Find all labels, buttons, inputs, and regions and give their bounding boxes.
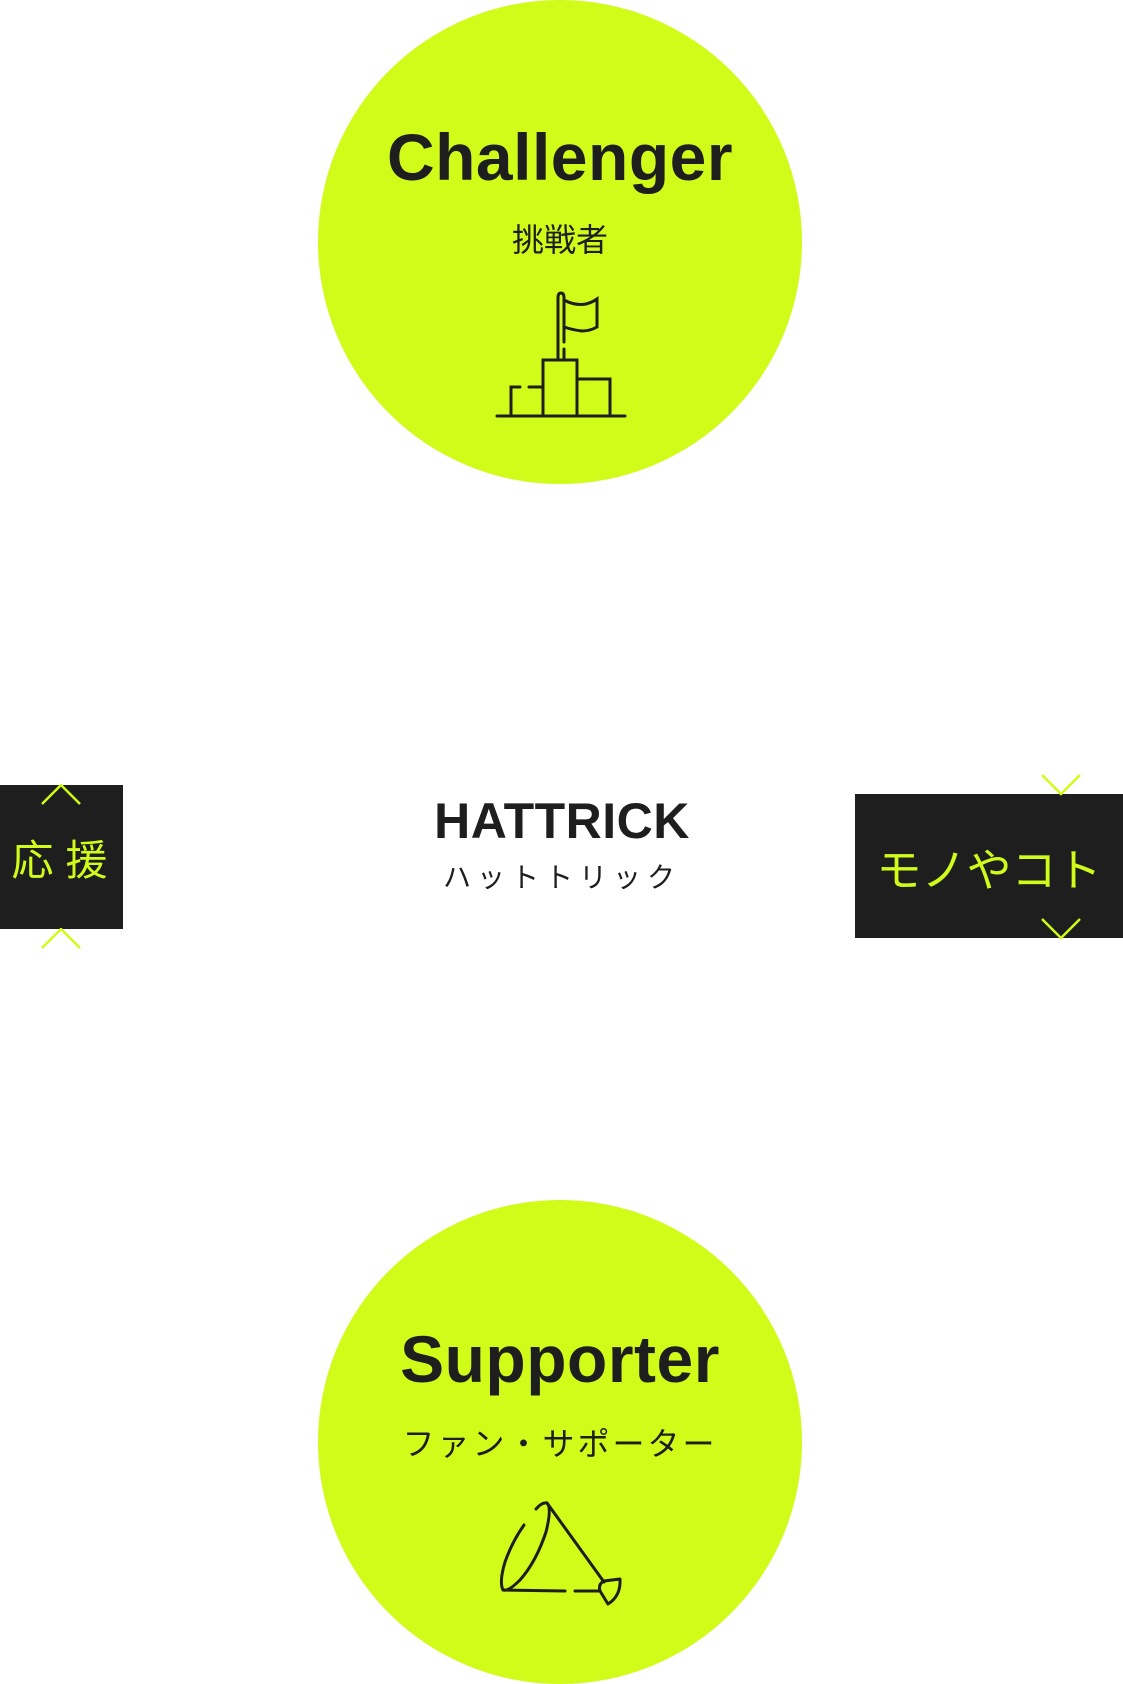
hattrick-label: HATTRICK ハットトリック (380, 796, 744, 892)
challenger-node: Challenger 挑戦者 (318, 0, 802, 484)
challenger-title: Challenger (386, 120, 734, 194)
podium-flag-icon (495, 291, 627, 418)
support-label: 応援 (11, 835, 120, 885)
chevron-up-icon (41, 928, 81, 949)
chevron-down-icon (1041, 918, 1081, 940)
supporter-title: Supporter (400, 1322, 720, 1396)
hattrick-title: HATTRICK (434, 793, 690, 849)
support-box: 応援 (0, 785, 123, 929)
goods-experiences-label: モノやコト (876, 843, 1102, 897)
chevron-up-icon (41, 784, 81, 805)
supporter-subtitle: ファン・サポーター (402, 1425, 718, 1463)
hattrick-subtitle: ハットトリック (442, 861, 681, 894)
chevron-down-icon (1041, 774, 1081, 796)
challenger-subtitle: 挑戦者 (511, 221, 608, 259)
goods-experiences-box: モノやコト (855, 794, 1123, 938)
supporter-node: Supporter ファン・サポーター (318, 1200, 802, 1684)
megaphone-icon (499, 1501, 622, 1606)
